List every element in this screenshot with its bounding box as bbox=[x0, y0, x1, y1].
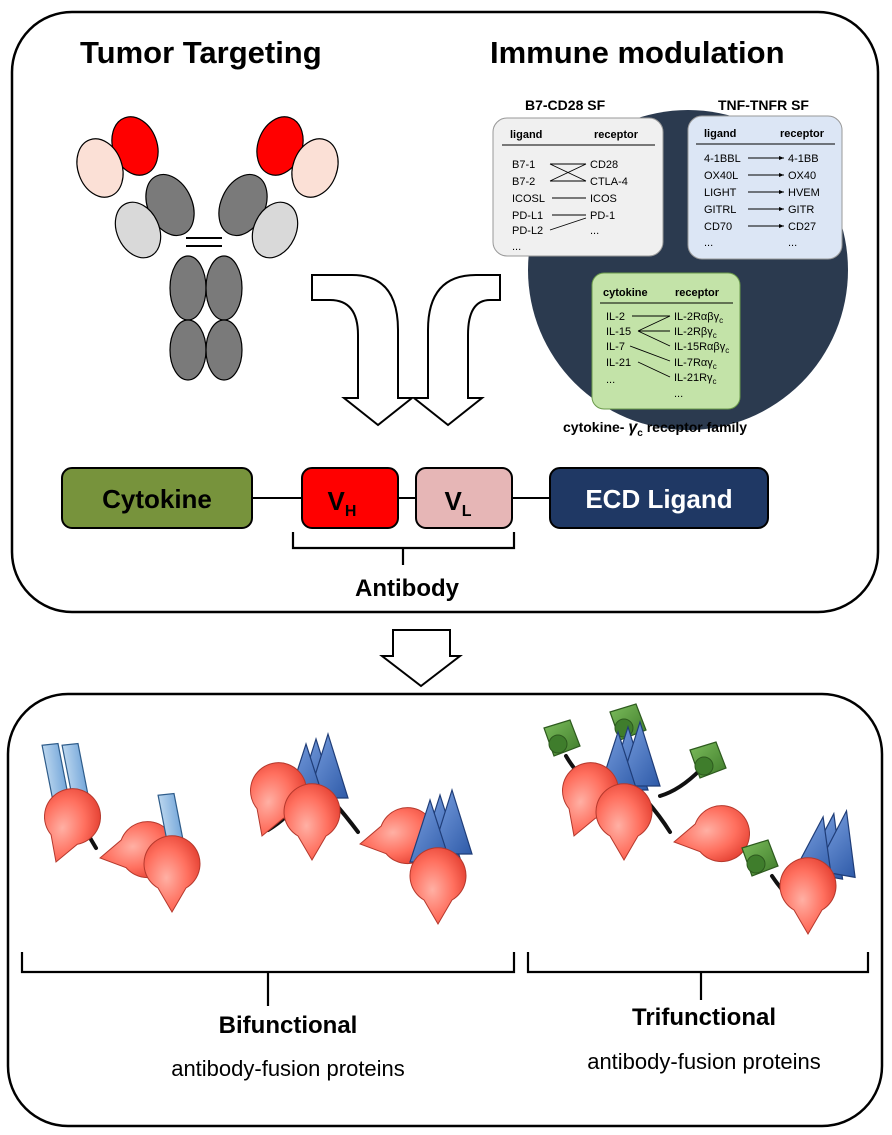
b7-table: ligand receptor B7-1 B7-2 ICOSL PD-L1 PD… bbox=[492, 117, 664, 257]
cyto-receptor-2: IL-15Rαβγc bbox=[674, 341, 729, 355]
b7-head-receptor: receptor bbox=[594, 129, 639, 141]
cyto-cytokine-3: IL-21 bbox=[606, 357, 631, 369]
tnf-ligand-3: GITRL bbox=[704, 204, 736, 216]
b7-receptor-3: PD-1 bbox=[590, 210, 615, 222]
bifunctional-subtitle: antibody-fusion proteins bbox=[171, 1056, 405, 1081]
cyto-receptor-1: IL-2Rβγc bbox=[674, 326, 717, 340]
cytokine-table: cytokine receptor IL-2 IL-15 IL-7 IL-21 … bbox=[591, 272, 741, 410]
cyto-receptor-0: IL-2Rαβγc bbox=[674, 311, 723, 325]
b7-ligand-4: PD-L2 bbox=[512, 225, 543, 237]
b7-ligand-0: B7-1 bbox=[512, 159, 535, 171]
b7-ligand-5: ... bbox=[512, 241, 521, 253]
antibody-illustration bbox=[76, 116, 339, 381]
b7-ligand-2: ICOSL bbox=[512, 193, 545, 205]
cyto-head-receptor: receptor bbox=[675, 287, 720, 299]
cyto-head-cytokine: cytokine bbox=[603, 287, 648, 299]
cytokine-box: Cytokine bbox=[61, 467, 253, 529]
cyto-cytokine-1: IL-15 bbox=[606, 326, 631, 338]
b7-head-ligand: ligand bbox=[510, 129, 542, 141]
tnf-head-ligand: ligand bbox=[704, 128, 736, 140]
bifunctional-molecule-3 bbox=[235, 733, 441, 873]
b7-ligand-3: PD-L1 bbox=[512, 210, 543, 222]
antibody-brace bbox=[291, 532, 516, 565]
bifunctional-title: Bifunctional bbox=[219, 1012, 358, 1039]
vl-label: VL bbox=[444, 486, 471, 520]
tnf-ligand-1: OX40L bbox=[704, 170, 738, 182]
tnf-title: TNF-TNFR SF bbox=[718, 97, 809, 113]
tnf-ligand-5: ... bbox=[704, 237, 713, 249]
cyto-receptor-3: IL-7Rαγc bbox=[674, 357, 717, 371]
trifunctional-molecule-1 bbox=[543, 703, 755, 871]
tnf-head-receptor: receptor bbox=[780, 128, 825, 140]
antibody-label: Antibody bbox=[355, 575, 460, 602]
vh-label: VH bbox=[328, 486, 357, 520]
tnf-table: ligand receptor 4-1BBL OX40L LIGHT GITRL… bbox=[687, 115, 843, 260]
b7-ligand-1: B7-2 bbox=[512, 176, 535, 188]
tnf-receptor-1: OX40 bbox=[788, 170, 816, 182]
cyto-cytokine-0: IL-2 bbox=[606, 311, 625, 323]
trifunctional-molecule-2 bbox=[741, 802, 867, 935]
trifunctional-title: Trifunctional bbox=[632, 1004, 776, 1031]
tnf-ligand-0: 4-1BBL bbox=[704, 153, 741, 165]
bifunctional-molecule-2 bbox=[143, 792, 201, 913]
tnf-ligand-2: LIGHT bbox=[704, 187, 737, 199]
tnf-ligand-4: CD70 bbox=[704, 221, 732, 233]
tnf-receptor-5: ... bbox=[788, 237, 797, 249]
vl-box: VL bbox=[415, 467, 513, 529]
b7-title: B7-CD28 SF bbox=[525, 97, 606, 113]
curved-arrow-left bbox=[311, 274, 415, 427]
cyto-receptor-5: ... bbox=[674, 388, 683, 400]
down-arrow bbox=[379, 629, 463, 688]
cytokine-label: Cytokine bbox=[102, 484, 212, 514]
cyto-cytokine-2: IL-7 bbox=[606, 341, 625, 353]
tnf-receptor-0: 4-1BB bbox=[788, 153, 819, 165]
bifunctional-molecule-1 bbox=[29, 742, 181, 887]
tnf-receptor-3: GITR bbox=[788, 204, 814, 216]
tumor-targeting-title: Tumor Targeting bbox=[80, 35, 322, 70]
b7-receptor-2: ICOS bbox=[590, 193, 617, 205]
ecd-ligand-label: ECD Ligand bbox=[585, 484, 732, 514]
cyto-cytokine-4: ... bbox=[606, 374, 615, 386]
b7-receptor-4: ... bbox=[590, 225, 599, 237]
trifunctional-bracket bbox=[526, 952, 870, 1000]
trifunctional-subtitle: antibody-fusion proteins bbox=[587, 1049, 821, 1074]
cytokine-family-caption: cytokine- γc receptor family bbox=[563, 419, 747, 439]
bifunctional-molecule-4 bbox=[409, 789, 473, 925]
ecd-ligand-box: ECD Ligand bbox=[549, 467, 769, 529]
b7-receptor-0: CD28 bbox=[590, 159, 618, 171]
curved-arrow-right bbox=[411, 274, 501, 427]
bifunctional-bracket bbox=[20, 952, 516, 1006]
b7-receptor-1: CTLA-4 bbox=[590, 176, 628, 188]
vh-box: VH bbox=[301, 467, 399, 529]
tnf-receptor-4: CD27 bbox=[788, 221, 816, 233]
immune-modulation-title: Immune modulation bbox=[490, 35, 785, 70]
cyto-receptor-4: IL-21Rγc bbox=[674, 372, 717, 386]
tnf-receptor-2: HVEM bbox=[788, 187, 820, 199]
